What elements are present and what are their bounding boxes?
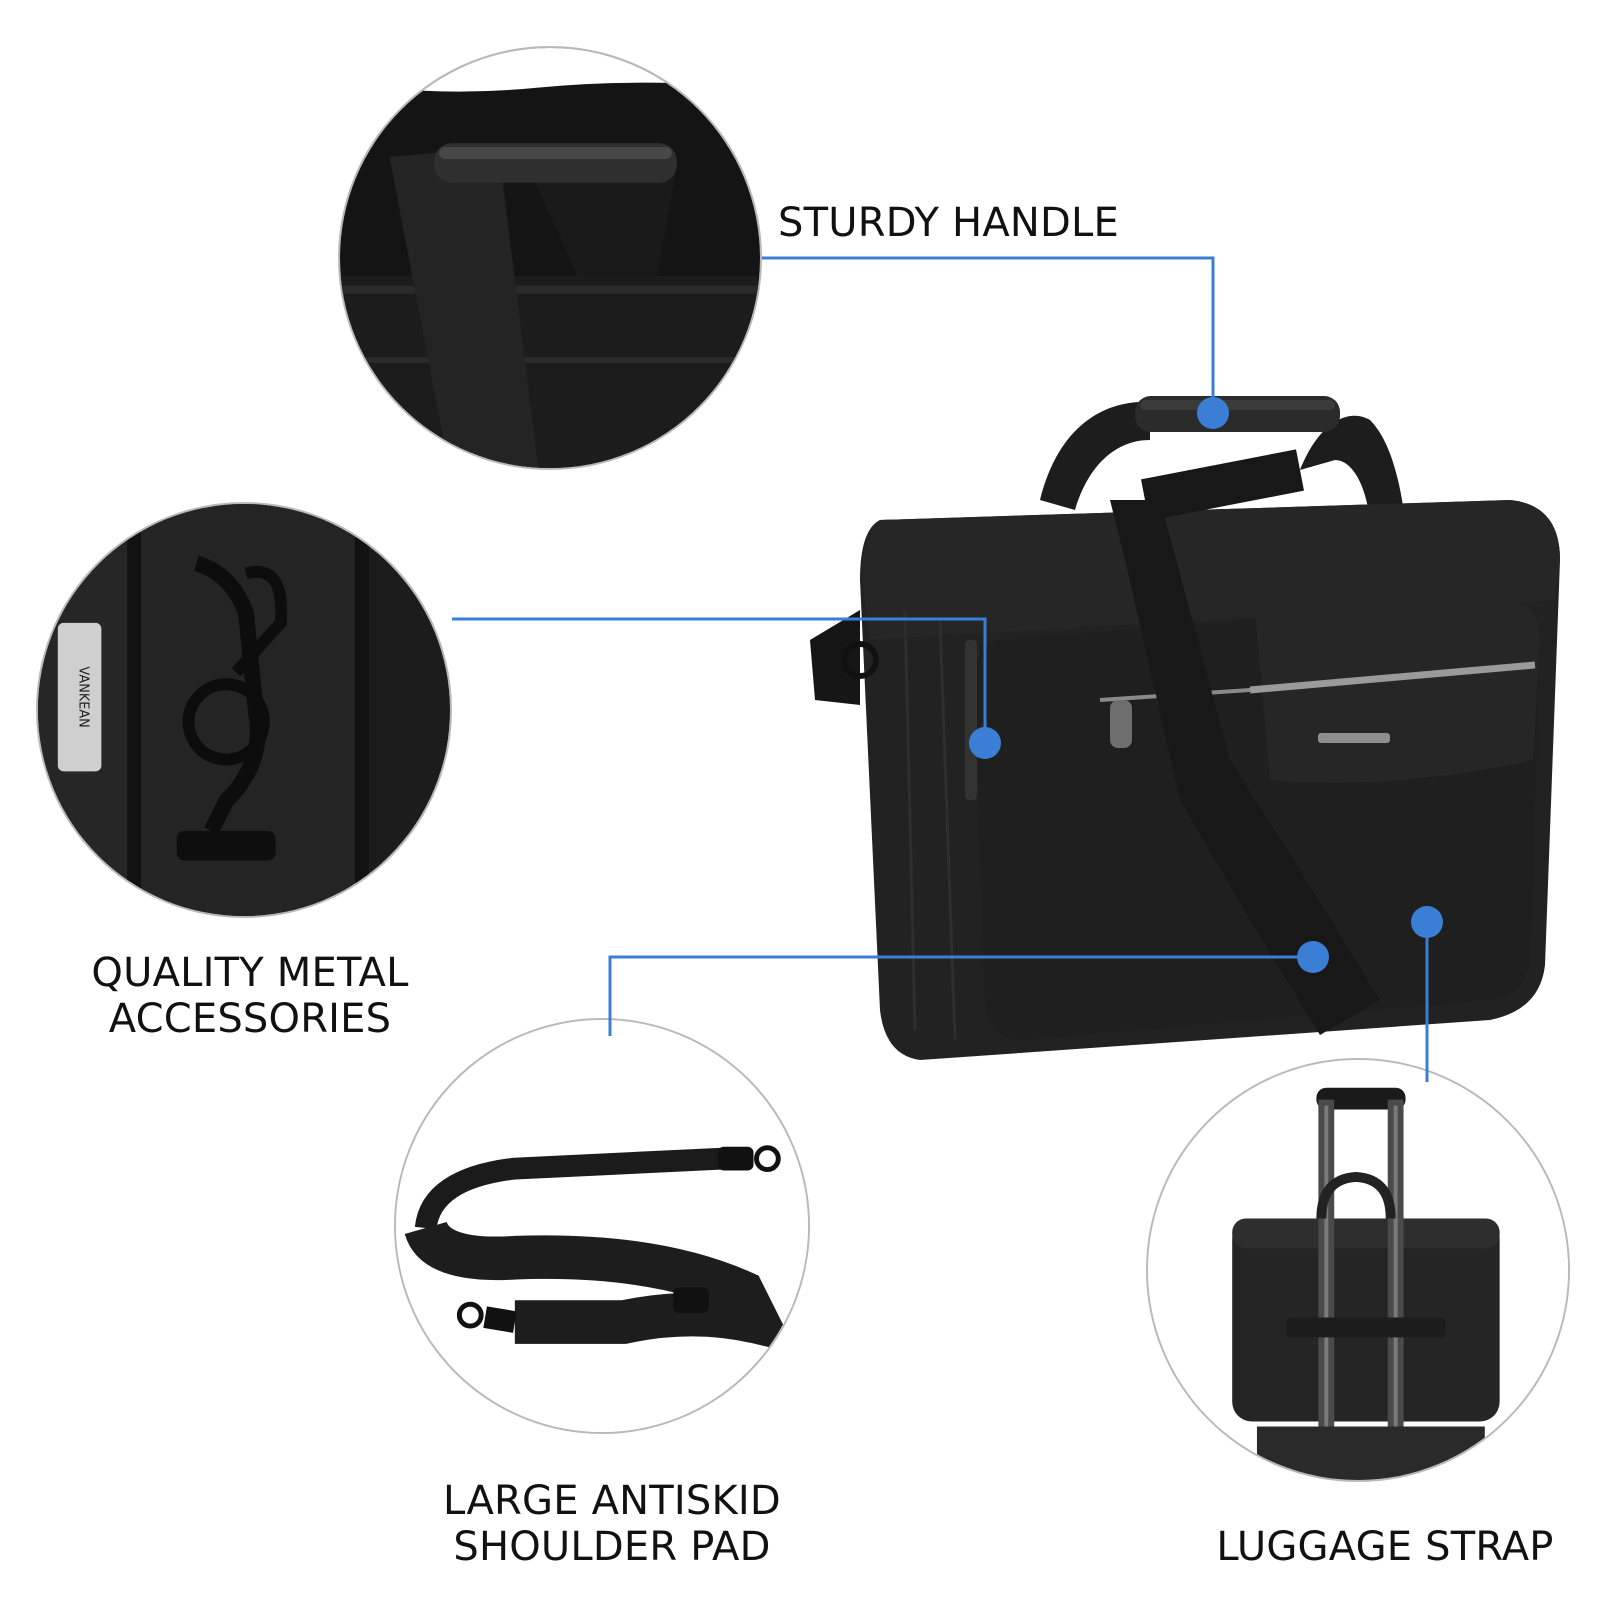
- sturdy-handle-text: STURDY HANDLE: [778, 200, 1119, 246]
- luggage-strap-text: LUGGAGE STRAP: [1216, 1524, 1554, 1570]
- handle-closeup-circle: [338, 46, 762, 470]
- metal-leader-line: [452, 617, 987, 742]
- luggage-strap-label: LUGGAGE STRAP: [1210, 1524, 1560, 1570]
- shoulder-pad-label: LARGE ANTISKID SHOULDER PAD: [432, 1478, 792, 1570]
- luggage-strap-image: [1148, 1060, 1568, 1480]
- shoulder-pad-line-1: LARGE ANTISKID: [443, 1478, 781, 1524]
- handle-leader-line: [762, 256, 1215, 412]
- handle-closeup-image: [340, 48, 760, 468]
- shoulder-leader-line: [608, 955, 1313, 1036]
- sturdy-handle-label: STURDY HANDLE: [778, 200, 1119, 246]
- shoulder-strap-circle: [394, 1018, 810, 1434]
- shoulder-marker-dot: [1297, 941, 1329, 973]
- handle-marker-dot: [1197, 397, 1229, 429]
- brand-zipper-text: VANKEAN: [76, 666, 91, 727]
- shoulder-pad-line-2: SHOULDER PAD: [453, 1524, 771, 1570]
- luggage-strap-circle: [1146, 1058, 1570, 1482]
- shoulder-strap-image: [396, 1020, 808, 1432]
- metal-accessories-line-1: QUALITY METAL: [91, 950, 409, 996]
- metal-accessories-label: QUALITY METAL ACCESSORIES: [68, 950, 432, 1042]
- luggage-marker-dot: [1411, 906, 1443, 938]
- metal-accessories-line-2: ACCESSORIES: [108, 996, 392, 1042]
- metal-marker-dot: [969, 727, 1001, 759]
